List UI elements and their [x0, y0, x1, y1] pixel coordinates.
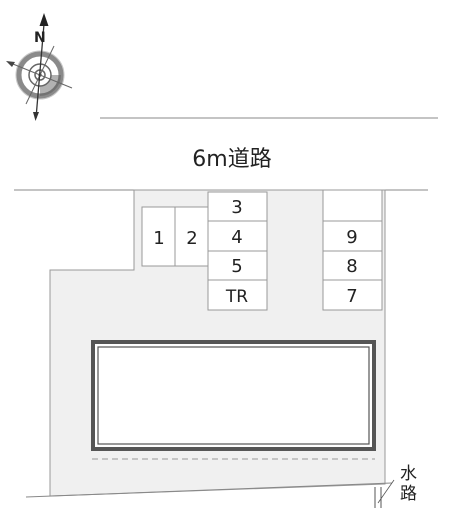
parking-label-tr: TR: [225, 287, 248, 307]
parking-space-blank: [322, 189, 383, 222]
lot-bottom-boundary: [25, 482, 393, 498]
parking-space-9: [322, 220, 383, 252]
parking-space-5: [207, 250, 268, 281]
parking-label-8: 8: [346, 256, 357, 277]
parking-right-column: 9 8 7: [322, 189, 383, 311]
parking-left-pair: 1 2: [141, 206, 209, 267]
waterway-label-2: 路: [400, 484, 417, 504]
parking-label-2: 2: [186, 228, 197, 249]
building: [91, 340, 376, 460]
waterway-label-1: 水: [400, 464, 417, 484]
parking-space-1: [141, 206, 176, 267]
parking-label-4: 4: [231, 227, 242, 248]
parking-space-tr: [207, 279, 268, 311]
parking-label-7: 7: [346, 286, 357, 307]
road-label: 6m道路: [192, 147, 271, 172]
parking-space-2: [174, 206, 209, 267]
parking-label-1: 1: [153, 228, 164, 249]
parking-center-column: 3 4 5 TR: [207, 191, 268, 311]
waterway: [374, 479, 395, 508]
parking-label-5: 5: [231, 256, 242, 277]
compass-rose-icon: [6, 13, 73, 121]
parking-label-9: 9: [346, 227, 357, 248]
parking-label-3: 3: [231, 197, 242, 218]
north-label: N: [34, 30, 46, 46]
parking-space-3: [207, 191, 268, 222]
parking-space-7: [322, 279, 383, 311]
